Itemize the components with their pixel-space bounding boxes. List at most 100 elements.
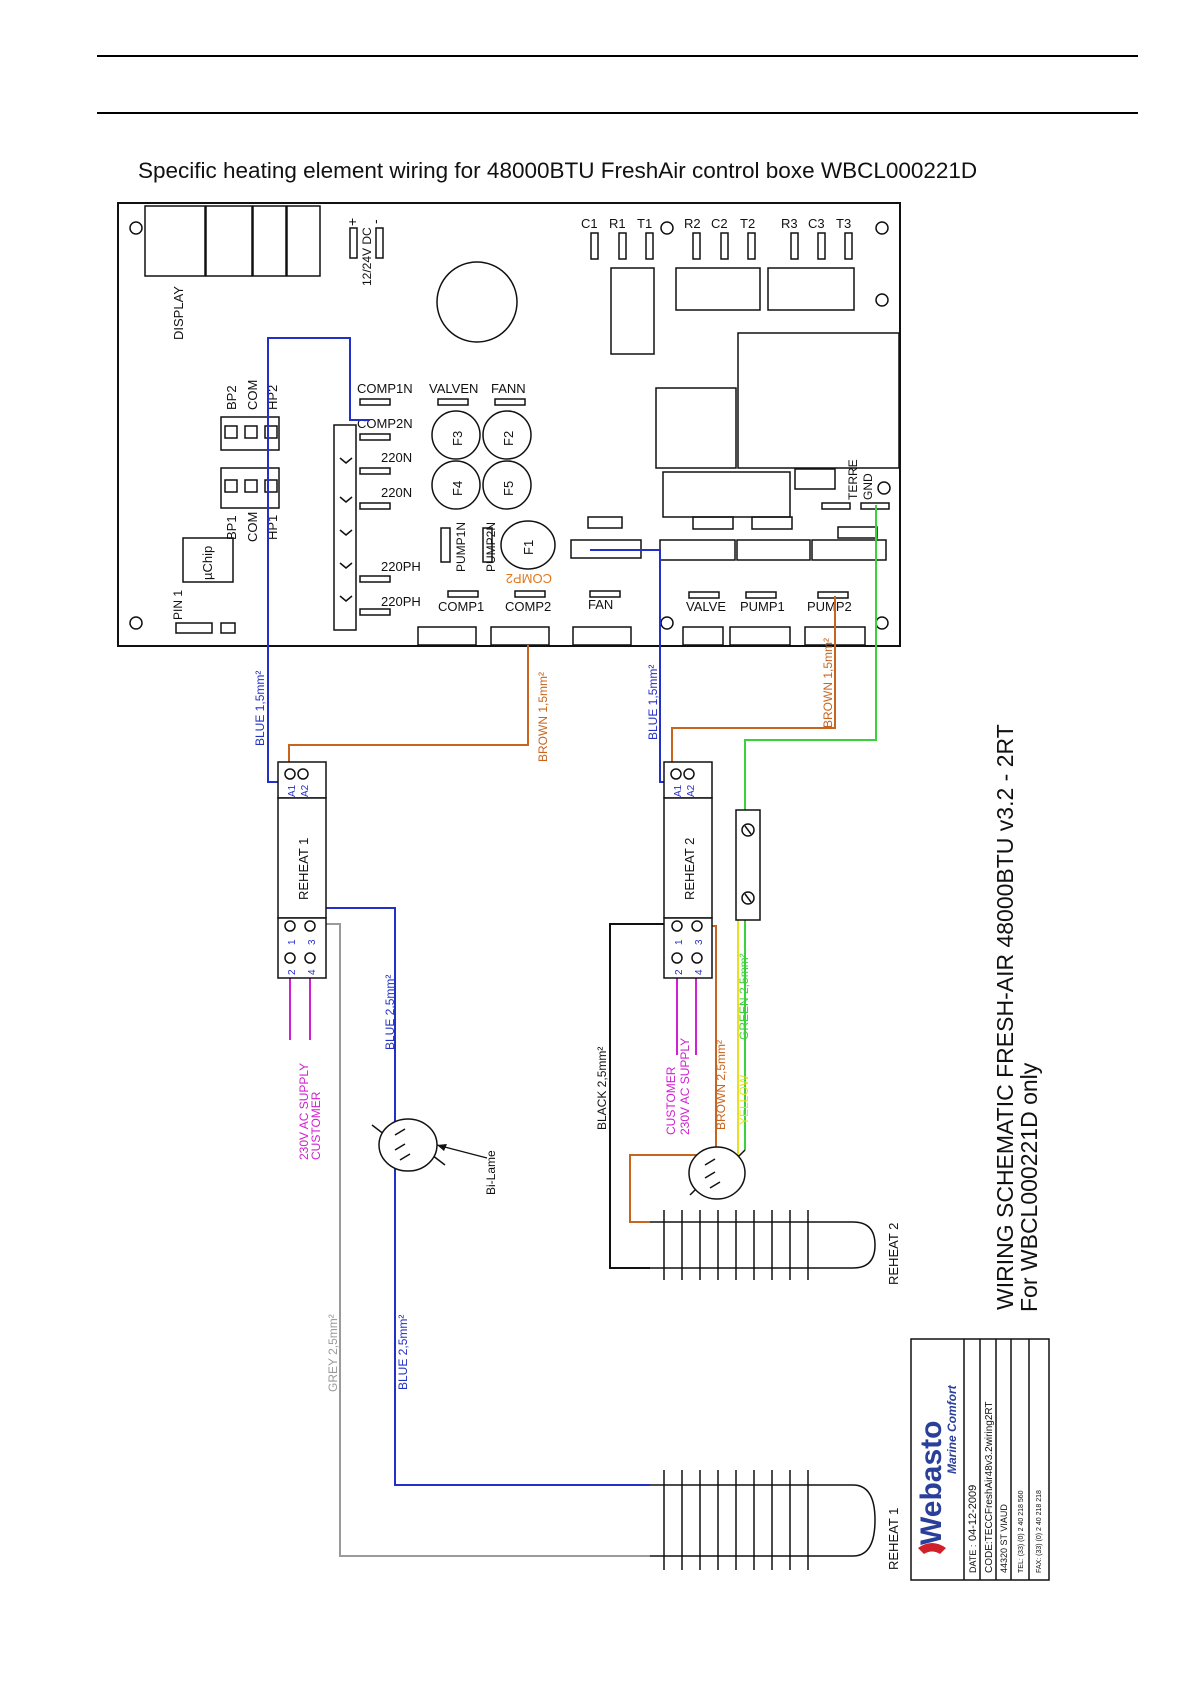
fuses [431,410,556,570]
terminal-strip [333,424,357,631]
ground-terminals [821,502,890,510]
label-comp2n: COMP2N [357,416,413,431]
power-pads [359,398,621,616]
label-blue25-a: BLUE 2,5mm² [383,975,397,1050]
label-fann: FANN [491,381,526,396]
wire-blue-reheat1 [288,907,650,1486]
reheat2-relay-label: REHEAT 2 [682,838,697,900]
label-r2: R2 [684,216,701,231]
pin1-label: PIN 1 [171,590,185,620]
label-black25: BLACK 2,5mm² [595,1047,609,1130]
bilame-thermostat-2 [688,1146,746,1200]
wire-blue-left [267,337,370,783]
pressure-switch-connectors [220,416,280,509]
address: 44320 ST VIAUD [999,1504,1009,1573]
uchip-label: µChip [200,546,215,580]
bilame-label: Bi-Lame [484,1150,498,1195]
bilame-thermostat-1 [371,1118,446,1172]
fuse-f3-label: F3 [450,431,465,446]
wire-brown-reheat2 [629,925,717,1223]
wire-brown-right [671,596,836,762]
label-comp2: COMP2 [505,599,551,614]
label-fan: FAN [588,597,613,612]
date-value: 04-12-2009 [967,1485,979,1541]
label-pump1: PUMP1 [740,599,785,614]
reheat2-element [650,1210,876,1280]
reheat2-relay [663,761,713,979]
wire-black [609,923,668,1269]
reheat1-relay [277,761,327,979]
relay1-pin-2: 2 [287,969,298,975]
relay-terminals [590,232,853,260]
reheat1-element-label: REHEAT 1 [886,1508,901,1570]
label-220ph-b: 220PH [381,594,421,609]
label-r1: R1 [609,216,626,231]
telephone: TEL: (33) (0) 2 40 218 560 [1018,1490,1025,1573]
label-r3: R3 [781,216,798,231]
wire-brown-left [288,645,529,762]
label-blue25-b: BLUE 2,5mm² [396,1315,410,1390]
pump-n-connectors [440,527,493,563]
mounting-holes [129,221,891,630]
bilame-arrowhead [437,1144,447,1151]
reheat1-element [650,1470,876,1570]
label-customer2: CUSTOMER [664,1066,678,1135]
relay1-pin-4: 4 [307,969,318,975]
label-valven: VALVEN [429,381,478,396]
label-t2: T2 [740,216,755,231]
relay2-pin-4: 4 [694,969,705,975]
header-rule-top [97,55,1138,57]
relay2-pin-1: 1 [674,939,685,945]
label-comp2-orange: COMP2 [506,571,552,586]
display-label: DISPLAY [171,286,186,340]
page-title: Specific heating element wiring for 4800… [138,158,978,183]
pin-header [175,622,236,634]
label-bp2: BP2 [224,385,239,410]
label-comp1: COMP1 [438,599,484,614]
label-t1: T1 [637,216,652,231]
fuse-f1-label: F1 [521,540,536,555]
label-supply1: 230V AC SUPPLY [297,1063,311,1160]
wire-green-gnd [744,505,877,1150]
relays [570,267,900,561]
label-blue15-right: BLUE 1,5mm² [646,665,660,740]
label-pump2n: PUMP2N [484,522,498,572]
relay2-pin-a1: A1 [673,784,684,797]
label-com-top: COM [245,380,260,410]
relay2-pin-3: 3 [694,939,705,945]
relay2-pin-a2: A2 [686,784,697,797]
schematic-title: WIRING SCHEMATIC FRESH-AIR 48000BTU v3.2… [992,724,1018,1310]
uchip [182,537,234,583]
relay1-pin-a1: A1 [287,784,298,797]
label-terre: TERRE [846,459,860,500]
label-220ph-a: 220PH [381,559,421,574]
display-connector [144,205,321,277]
label-c2: C2 [711,216,728,231]
dc-terminals [349,227,384,259]
wire-grey [310,923,650,1557]
label-c3: C3 [808,216,825,231]
fuse-f4-label: F4 [450,481,465,496]
drawing-code: CODE:TECCFreshAir48v3.2wiring2RT [984,1401,995,1573]
label-blue15-left: BLUE 1,5mm² [253,671,267,746]
control-board [117,202,901,647]
relay1-pin-a2: A2 [300,784,311,797]
label-220n-b: 220N [381,485,412,500]
fax: FAX: (33) (0) 2 40 218 218 [1036,1490,1043,1573]
bottom-connectors [417,591,866,646]
relay2-pin-2: 2 [674,969,685,975]
label-brown15-left: BROWN 1,5mm² [536,672,550,762]
label-supply2: 230V AC SUPPLY [678,1038,692,1135]
header-rule-bottom [97,112,1138,114]
label-220n-a: 220N [381,450,412,465]
label-customer1: CUSTOMER [309,1091,323,1160]
webasto-logo-mark [918,1543,946,1554]
label-bp1: BP1 [224,515,239,540]
brand-tagline: Marine Comfort [945,1384,959,1474]
reheat1-relay-label: REHEAT 1 [296,838,311,900]
label-gnd: GND [861,473,875,500]
label-c1: C1 [581,216,598,231]
relay1-pin-3: 3 [307,939,318,945]
schematic-subtitle: For WBCL000221D only [1016,1062,1042,1312]
